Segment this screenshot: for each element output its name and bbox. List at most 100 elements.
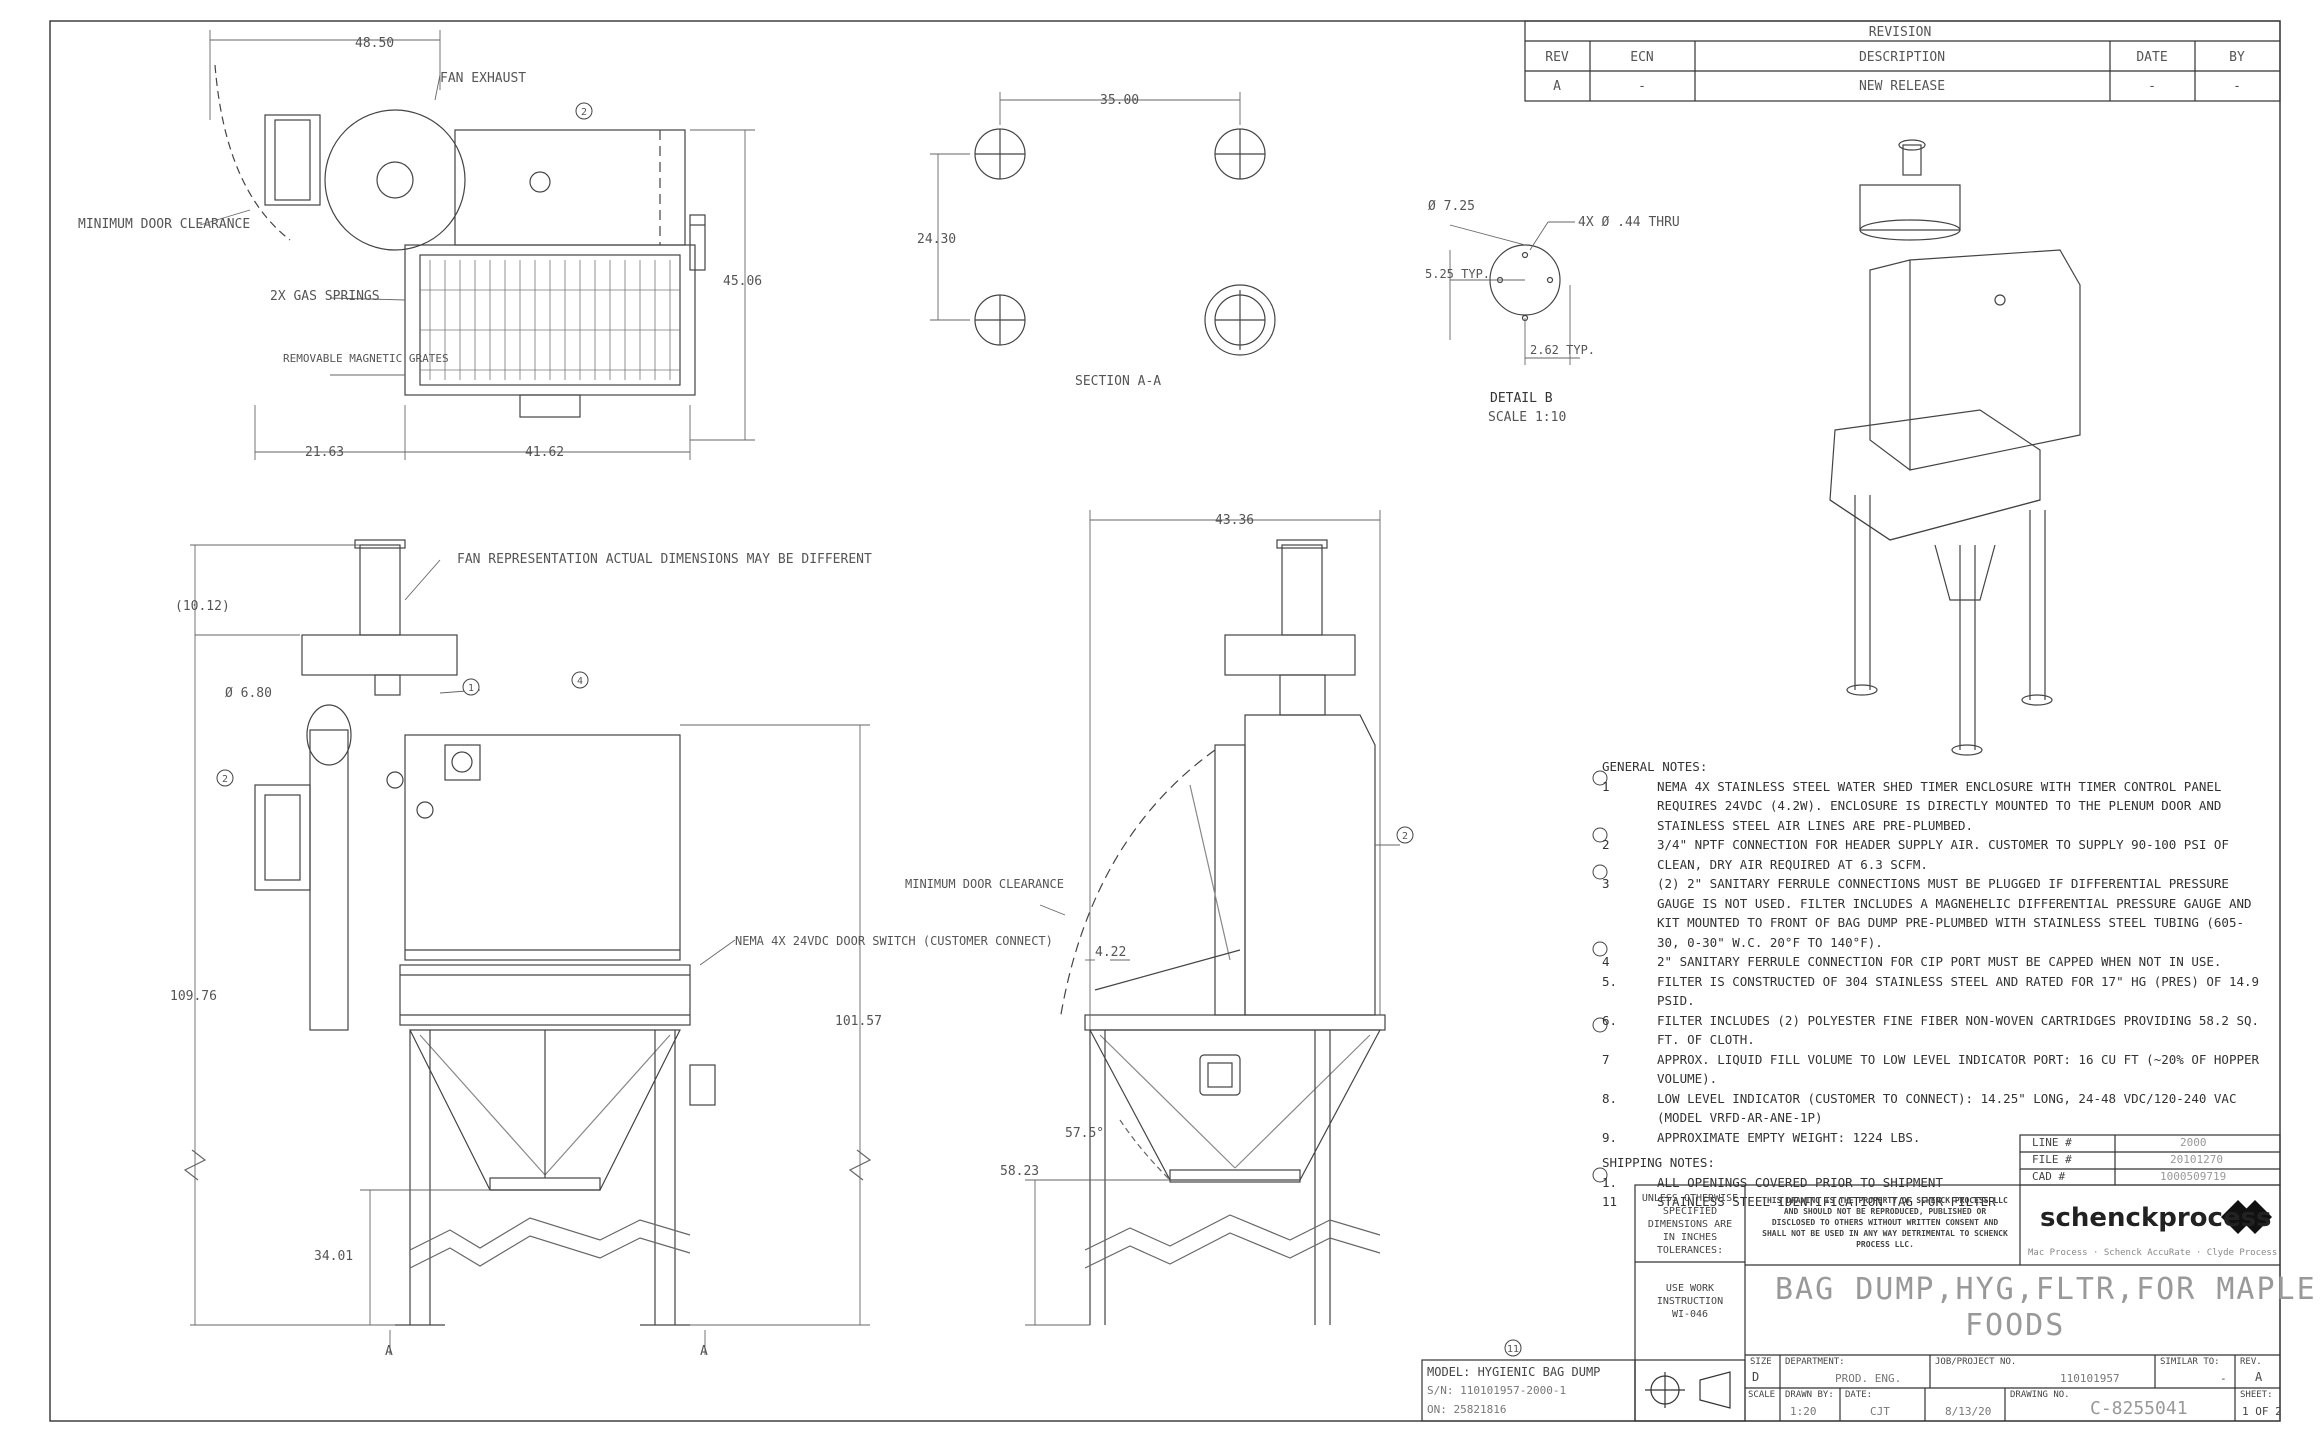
date-label: DATE: [1845, 1390, 1873, 1400]
min-door-clearance-side: MINIMUM DOOR CLEARANCE [905, 877, 1064, 891]
model-name: MODEL: HYGIENIC BAG DUMP [1427, 1365, 1601, 1379]
rev-label: REV. [2240, 1357, 2262, 1367]
file-value: 20101270 [2170, 1153, 2223, 1166]
fan-exhaust-label: FAN EXHAUST [440, 71, 526, 86]
detail-b [1449, 221, 1580, 365]
dim-24-30: 24.30 [917, 232, 956, 247]
shipping-notes-title: SHIPPING NOTES: [1602, 1155, 1715, 1170]
size-label: SIZE [1750, 1357, 1772, 1367]
company-name: schenckprocess [2040, 1203, 2272, 1233]
ecn-cell: - [1638, 79, 1646, 94]
department-label: DEPARTMENT: [1785, 1357, 1845, 1367]
dia-6-80: Ø 6.80 [225, 686, 272, 701]
shipping-number: 11 [1602, 1194, 1618, 1209]
date-col-header: DATE [2136, 50, 2167, 65]
balloon-2-top: 2 [581, 107, 587, 118]
note-number: 2 [1602, 837, 1610, 852]
shipping-text: STAINLESS STEEL IDENTIFICATION TAG FOR F… [1657, 1194, 1996, 1209]
note-number: 9. [1602, 1129, 1618, 1145]
drawing-number: C-8255041 [2090, 1398, 2188, 1419]
nema-switch-label: NEMA 4X 24VDC DOOR SWITCH (CUSTOMER CONN… [735, 934, 1053, 948]
note-row: 2 3/4" NPTF CONNECTION FOR HEADER SUPPLY … [1602, 835, 2262, 874]
note-row: 5. FILTER IS CONSTRUCTED OF 304 STAINLESS… [1602, 972, 2262, 1011]
project-label: JOB/PROJECT NO. [1935, 1357, 2017, 1367]
dim-2-62: 2.62 TYP. [1530, 343, 1595, 357]
note-row: 8. LOW LEVEL INDICATOR (CUSTOMER TO CONNE… [1602, 1089, 2262, 1128]
department-value: PROD. ENG. [1835, 1372, 1902, 1385]
dim-4-22: 4.22 [1095, 945, 1126, 960]
dim-109-76: 109.76 [170, 989, 217, 1004]
shipping-row: 11 STAINLESS STEEL IDENTIFICATION TAG FOR… [1602, 1192, 2262, 1212]
view-arrow-a-right: A [700, 1344, 708, 1359]
removable-grates-label: REMOVABLE MAGNETIC GRATES [283, 352, 449, 365]
dim-34-01: 34.01 [314, 1249, 353, 1264]
dim-35-00: 35.00 [1100, 93, 1139, 108]
note-text: 3/4" NPTF CONNECTION FOR HEADER SUPPLY A… [1657, 837, 2229, 872]
dim-5-25: 5.25 TYP. [1425, 267, 1490, 281]
line-label: LINE # [2032, 1136, 2072, 1149]
balloon-2-front: 2 [222, 774, 228, 785]
note-text: FILTER INCLUDES (2) POLYESTER FINE FIBER… [1657, 1012, 2260, 1048]
isometric-view [1829, 139, 2081, 756]
rev-cell: A [1553, 79, 1561, 94]
sheet-value: 1 OF 2 [2242, 1405, 2282, 1418]
front-view [183, 539, 872, 1355]
dwg-label: DRAWING NO. [2010, 1390, 2070, 1400]
dim-43-36: 43.36 [1215, 513, 1254, 528]
shipping-number: 1. [1602, 1174, 1618, 1190]
note-row: 1 NEMA 4X STAINLESS STEEL WATER SHED TIME… [1602, 777, 2262, 836]
balloon-11: 11 [1507, 1344, 1519, 1355]
note-number: 8. [1602, 1090, 1618, 1106]
schenck-logo-icon [2221, 1200, 2272, 1234]
file-label: FILE # [2032, 1153, 2072, 1166]
gas-springs-label: 2X GAS SPRINGS [270, 289, 380, 304]
drawing-title-line-2: FOODS [1965, 1308, 2066, 1343]
detail-b-title: DETAIL B [1490, 391, 1553, 406]
unit-text: USE WORK INSTRUCTION WI-046 [1656, 1283, 1724, 1320]
drawing-title-line-1: BAG DUMP,HYG,FLTR,FOR MAPLE LEAF [1775, 1272, 2320, 1307]
proprietary-text: THIS DRAWING IS THE PROPERTY OF SCHENCK … [1762, 1196, 2008, 1249]
balloon-4-front: 4 [577, 676, 583, 687]
section-a-a [930, 92, 1276, 356]
ecn-col-header: ECN [1630, 50, 1653, 65]
view-arrow-a-left: A [385, 1344, 393, 1359]
note-balloons [216, 102, 1608, 1357]
dim-58-23: 58.23 [1000, 1164, 1039, 1179]
order-number: ON: 25821816 [1427, 1403, 1507, 1416]
scale-value: 1:20 [1790, 1405, 1817, 1418]
dim-48-50: 48.50 [355, 36, 394, 51]
revision-title: REVISION [1869, 25, 1932, 40]
general-notes-title: GENERAL NOTES: [1602, 759, 1708, 774]
note-row: 6. FILTER INCLUDES (2) POLYESTER FINE FIB… [1602, 1011, 2262, 1050]
four-holes-label: 4X Ø .44 THRU [1578, 215, 1680, 230]
sheet-border [49, 20, 2281, 1422]
dia-7-25: Ø 7.25 [1428, 199, 1475, 214]
min-door-clearance-top: MINIMUM DOOR CLEARANCE [78, 217, 250, 232]
top-view [199, 30, 755, 460]
note-text: APPROX. LIQUID FILL VOLUME TO LOW LEVEL … [1657, 1051, 2260, 1087]
project-value: 110101957 [2060, 1372, 2120, 1385]
note-text: 2" SANITARY FERRULE CONNECTION FOR CIP P… [1657, 954, 2222, 969]
note-text: (2) 2" SANITARY FERRULE CONNECTIONS MUST… [1657, 876, 2252, 950]
dim-57-5-deg: 57.5° [1065, 1126, 1104, 1141]
cad-label: CAD # [2032, 1170, 2066, 1183]
by-cell: - [2233, 79, 2241, 94]
dim-45-06: 45.06 [723, 274, 762, 289]
by-col-header: BY [2229, 50, 2245, 65]
note-number: 1 [1602, 778, 1610, 794]
tolerance-text: UNLESS OTHERWISE SPECIFIED DIMENSIONS AR… [1641, 1193, 1739, 1256]
note-text: APPROXIMATE EMPTY WEIGHT: 1224 LBS. [1657, 1129, 1921, 1145]
date-cell: - [2148, 79, 2156, 94]
description-col-header: DESCRIPTION [1859, 50, 1945, 65]
note-number: 5. [1602, 973, 1618, 989]
note-text: NEMA 4X STAINLESS STEEL WATER SHED TIMER… [1657, 778, 2222, 833]
line-value: 2000 [2180, 1136, 2207, 1149]
note-number: 6. [1602, 1012, 1618, 1028]
dim-10-12: (10.12) [175, 599, 230, 614]
note-text: FILTER IS CONSTRUCTED OF 304 STAINLESS S… [1657, 973, 2260, 1009]
note-text: LOW LEVEL INDICATOR (CUSTOMER TO CONNECT… [1657, 1090, 2237, 1126]
similar-label: SIMILAR TO: [2160, 1357, 2220, 1367]
